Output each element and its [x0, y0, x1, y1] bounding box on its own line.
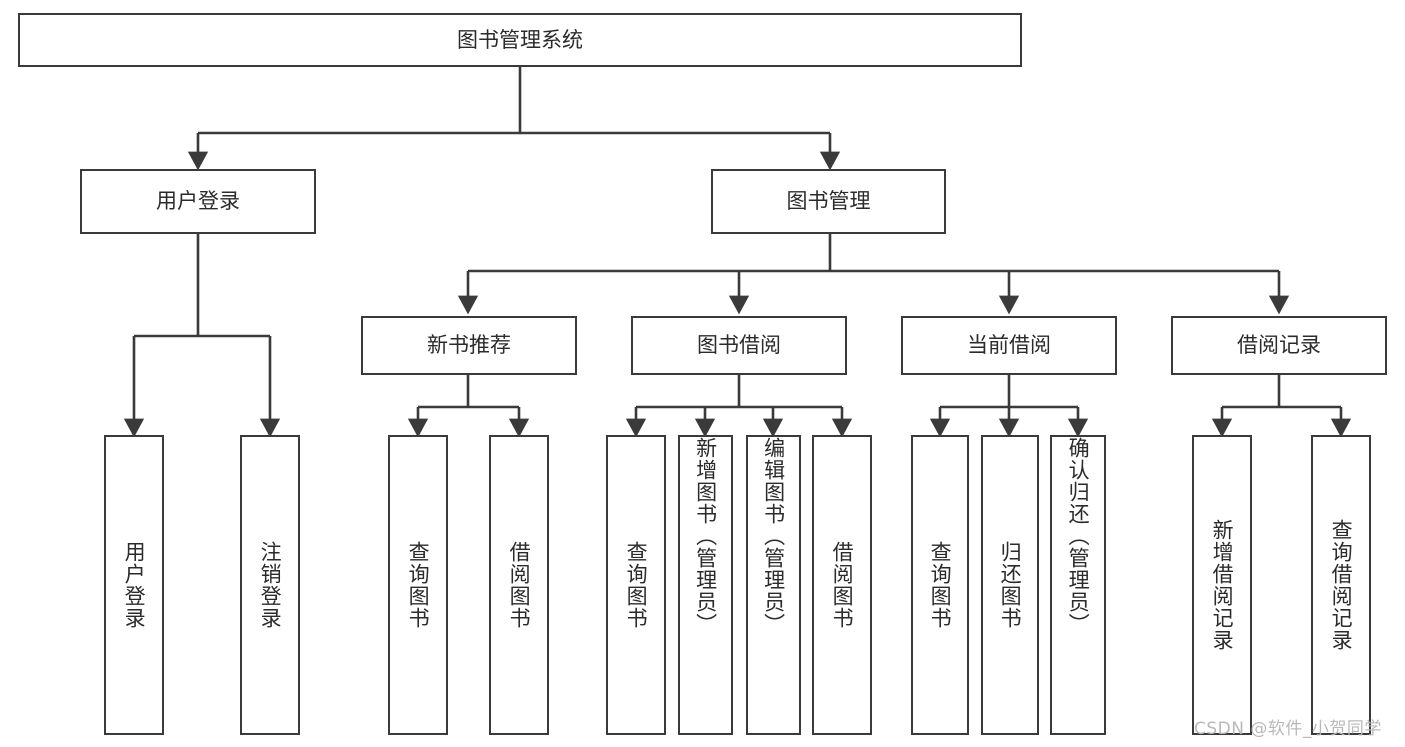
node-leaf-borrow-book-2-label: 借阅图书 [830, 541, 855, 629]
node-user-login-label: 用户登录 [156, 189, 240, 214]
node-user-login[interactable]: 用户登录 [80, 169, 316, 234]
node-borrow-record[interactable]: 借阅记录 [1171, 316, 1387, 375]
node-leaf-query-book-3[interactable]: 查询图书 [911, 435, 969, 735]
node-leaf-return-book-label: 归还图书 [998, 541, 1023, 629]
node-root[interactable]: 图书管理系统 [18, 13, 1022, 67]
node-leaf-query-book-1-label: 查询图书 [406, 541, 431, 629]
node-new-book-recommend-label: 新书推荐 [427, 333, 511, 358]
node-book-management-label: 图书管理 [786, 189, 871, 214]
node-leaf-logout-label: 注销登录 [258, 541, 283, 629]
node-leaf-query-book-2[interactable]: 查询图书 [606, 435, 666, 735]
node-leaf-add-record-label: 新增借阅记录 [1210, 519, 1235, 651]
node-leaf-edit-book-label: 编辑图书（管理员） [761, 437, 786, 635]
node-leaf-query-book-3-label: 查询图书 [928, 541, 953, 629]
node-leaf-query-book-1[interactable]: 查询图书 [388, 435, 448, 735]
node-leaf-add-record[interactable]: 新增借阅记录 [1192, 435, 1252, 735]
node-leaf-query-record[interactable]: 查询借阅记录 [1311, 435, 1371, 735]
node-leaf-user-login-label: 用户登录 [122, 541, 147, 629]
node-new-book-recommend[interactable]: 新书推荐 [361, 316, 577, 375]
node-leaf-add-book[interactable]: 新增图书（管理员） [678, 435, 733, 735]
node-leaf-user-login[interactable]: 用户登录 [104, 435, 164, 735]
node-book-borrow[interactable]: 图书借阅 [631, 316, 847, 375]
node-leaf-return-book[interactable]: 归还图书 [981, 435, 1039, 735]
node-root-label: 图书管理系统 [457, 27, 583, 52]
node-leaf-query-book-2-label: 查询图书 [624, 541, 649, 629]
node-current-borrow[interactable]: 当前借阅 [901, 316, 1117, 375]
node-leaf-edit-book[interactable]: 编辑图书（管理员） [746, 435, 801, 735]
node-leaf-confirm-return-label: 确认归还（管理员） [1066, 437, 1091, 635]
node-leaf-query-record-label: 查询借阅记录 [1329, 519, 1354, 651]
node-book-borrow-label: 图书借阅 [697, 333, 781, 358]
node-current-borrow-label: 当前借阅 [967, 333, 1051, 358]
node-leaf-confirm-return[interactable]: 确认归还（管理员） [1050, 435, 1106, 735]
node-book-management[interactable]: 图书管理 [711, 169, 946, 234]
node-leaf-borrow-book-1[interactable]: 借阅图书 [489, 435, 549, 735]
node-leaf-borrow-book-1-label: 借阅图书 [507, 541, 532, 629]
node-leaf-logout[interactable]: 注销登录 [240, 435, 300, 735]
csdn-watermark: CSDN @软件_小贺同学 [1194, 719, 1382, 739]
node-leaf-borrow-book-2[interactable]: 借阅图书 [812, 435, 872, 735]
node-borrow-record-label: 借阅记录 [1237, 333, 1321, 358]
node-leaf-add-book-label: 新增图书（管理员） [693, 437, 718, 635]
